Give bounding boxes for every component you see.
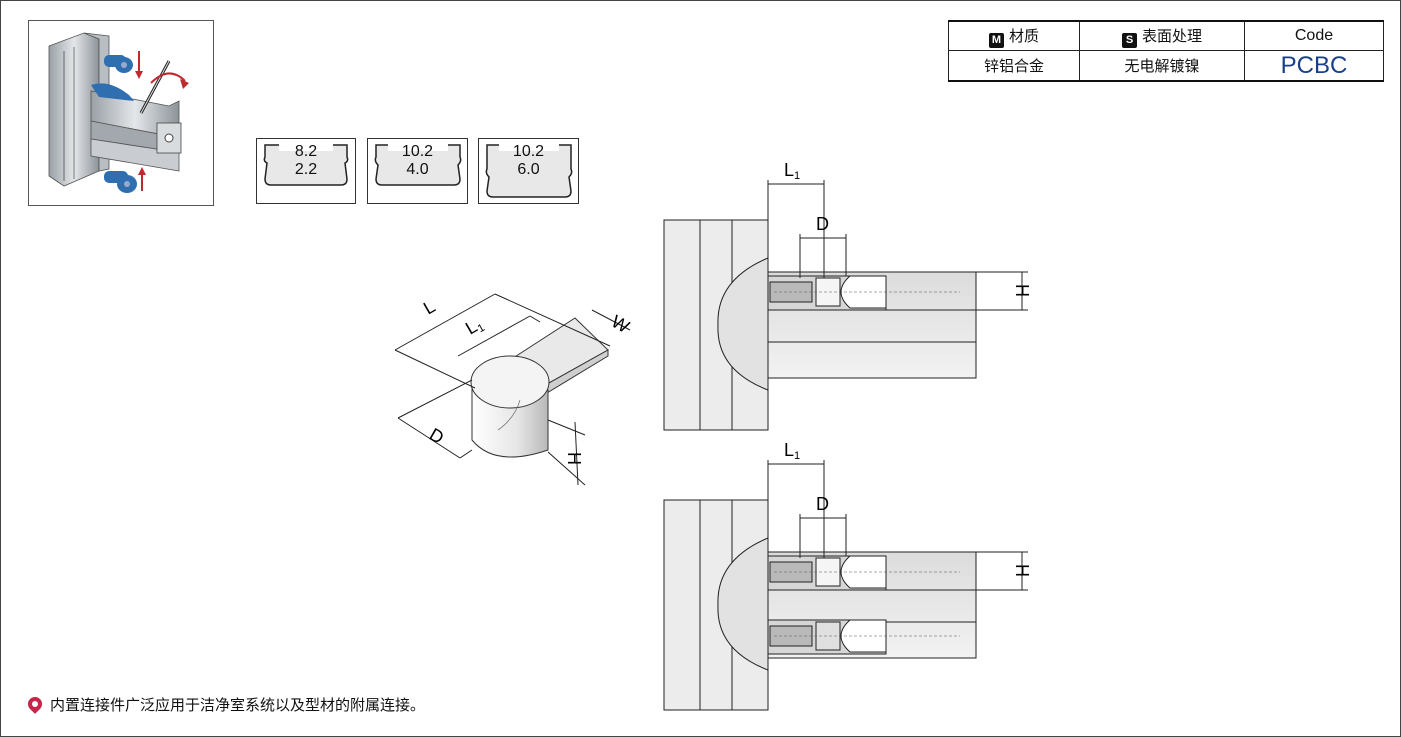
application-note: 内置连接件广泛应用于洁净室系统以及型材的附属连接。	[25, 694, 426, 715]
surface-badge-icon: S	[1121, 32, 1137, 48]
slot-depth-label: 6.0	[517, 161, 540, 178]
code-value: PCBC	[1244, 50, 1384, 82]
part-isometric-drawing: L L1 W D H	[394, 293, 633, 486]
material-badge-icon: M	[988, 32, 1004, 48]
location-pin-icon	[25, 694, 45, 714]
dim-D-label: D	[816, 494, 829, 514]
dim-W-label: W	[608, 311, 633, 337]
connector-bottom-icon	[104, 171, 137, 193]
dim-D-label: D	[426, 424, 447, 448]
dim-H-label: H	[1012, 284, 1032, 297]
section-drawing-bottom: L1 D H	[663, 440, 1032, 711]
slot-width-label: 8.2	[294, 143, 318, 160]
connector-top-icon	[104, 55, 133, 73]
slot-profile-1: 8.2 2.2	[256, 138, 356, 204]
header-code: Code	[1244, 20, 1384, 51]
slot-depth-label: 2.2	[294, 161, 318, 178]
dim-H-label: H	[564, 452, 584, 465]
note-text: 内置连接件广泛应用于洁净室系统以及型材的附属连接。	[50, 696, 426, 714]
slot-width-label: 10.2	[512, 143, 545, 160]
rotation-arrow-icon	[150, 72, 186, 84]
connector-mid-icon	[91, 83, 134, 101]
material-value: 锌铝合金	[948, 50, 1080, 82]
product-photo	[28, 20, 214, 206]
dim-L1-label: L1	[462, 313, 487, 340]
surface-value: 无电解镀镍	[1079, 50, 1245, 82]
slot-depth-label: 4.0	[406, 161, 429, 178]
dim-H-label: H	[1012, 564, 1032, 577]
dim-L-label: L	[420, 296, 439, 318]
slot-width-label: 10.2	[401, 143, 434, 160]
dim-L1-label: L1	[784, 440, 800, 462]
slot-profile-3: 10.2 6.0	[478, 138, 579, 204]
slot-profile-2: 10.2 4.0	[367, 138, 468, 204]
dim-D-label: D	[816, 214, 829, 234]
section-drawing-top: L1 D H	[663, 160, 1032, 431]
dim-L1-label: L1	[784, 160, 800, 182]
